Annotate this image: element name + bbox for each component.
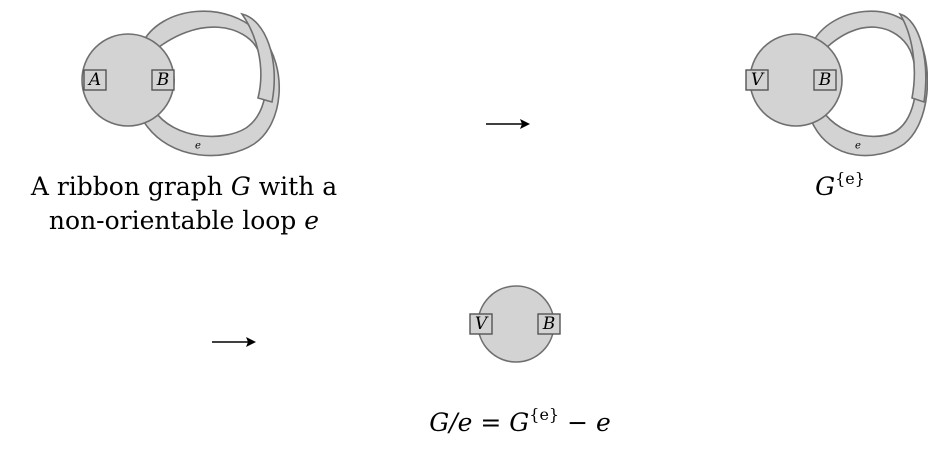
edge-label-e: e — [855, 141, 861, 152]
label-v: V — [751, 70, 765, 90]
label-v: V — [475, 314, 489, 334]
label-box-b: B — [813, 69, 837, 91]
arrow-2 — [212, 337, 256, 347]
label-b: B — [542, 314, 556, 334]
label-box-b: B — [537, 313, 561, 335]
caption-line-1: A ribbon graph G with a — [30, 172, 338, 201]
ribbon-graph-g: e A B — [81, 10, 280, 157]
ribbon-graph-partial-dual: e V B — [745, 10, 928, 157]
edge-label-e: e — [195, 141, 201, 152]
caption-line-2: non-orientable loop e — [48, 206, 320, 235]
caption-graph-g: A ribbon graph G with a non-orientable l… — [6, 170, 362, 238]
ribbon-twist — [240, 12, 276, 104]
arrow-1 — [486, 119, 530, 129]
label-box-v: V — [745, 69, 769, 91]
label-b: B — [818, 70, 832, 90]
label-box-v: V — [469, 313, 493, 335]
ribbon-graph-contraction: V B — [469, 285, 561, 363]
ribbon-twist — [898, 12, 927, 104]
label-b: B — [156, 70, 170, 90]
caption-contraction: G/e = G{e} − e — [429, 405, 611, 438]
label-box-b: B — [151, 69, 175, 91]
label-a: A — [87, 70, 101, 90]
label-box-a: A — [83, 69, 107, 91]
caption-partial-dual: G{e} — [815, 169, 865, 202]
